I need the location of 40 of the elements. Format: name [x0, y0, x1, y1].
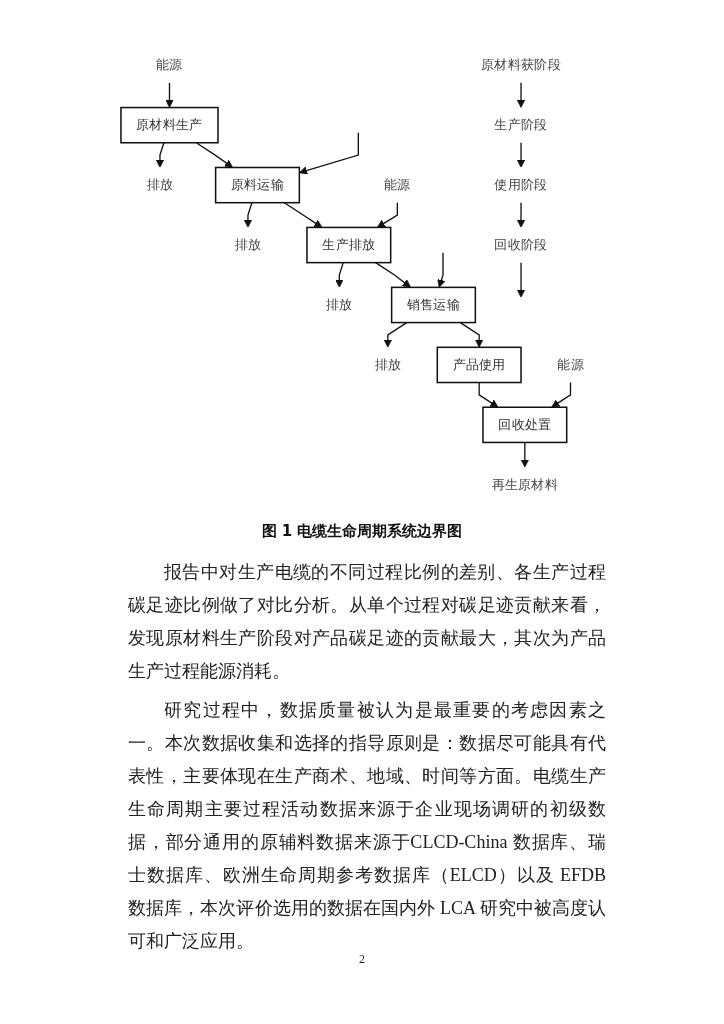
node-text: 原材料获阶段	[481, 58, 561, 73]
arrow	[243, 202, 253, 228]
arrow	[283, 202, 323, 228]
figure-caption: 图 1 电缆生命周期系统边界图	[260, 522, 464, 541]
page-number: 2	[358, 952, 366, 967]
arrow	[376, 202, 398, 228]
arrow	[437, 251, 446, 288]
node-box: 原材料生产	[120, 106, 219, 144]
node-text: 能源	[384, 177, 411, 193]
node-box: 销售运输	[390, 286, 477, 324]
node-text: 排放	[146, 177, 174, 193]
arrow	[155, 142, 165, 168]
arrow	[516, 82, 526, 108]
arrow	[195, 142, 233, 168]
node-text: 能源	[557, 357, 584, 373]
arrow	[374, 261, 411, 288]
node-box: 回收处置	[482, 406, 568, 444]
node-text: 排放	[325, 297, 353, 313]
arrow	[335, 261, 344, 288]
arrow	[516, 261, 526, 298]
node-box: 生产排放	[306, 226, 392, 264]
arrow	[551, 381, 572, 408]
node-text: 生产阶段	[494, 118, 548, 133]
node-text: 回收阶段	[494, 237, 548, 253]
node-box: 原料运输	[214, 166, 301, 204]
body-paragraph: 报告中对生产电缆的不同过程比例的差别、各生产过程碳足迹比例做了对比分析。从单个过程对碳足迹贡献来看，发现原材料生产阶段对产品碳足迹的贡献最大，其次为产品生产过程能源消耗。	[128, 561, 606, 683]
node-box: 产品使用	[436, 346, 522, 384]
arrow	[520, 441, 529, 468]
node-text: 排放	[234, 237, 262, 253]
arrow	[383, 321, 408, 348]
node-text: 再生原材料	[491, 477, 559, 492]
arrow	[165, 82, 174, 108]
arrow	[516, 202, 526, 228]
arrow	[516, 142, 526, 168]
node-text: 使用阶段	[494, 177, 548, 193]
node-text: 能源	[156, 58, 183, 73]
arrow	[459, 321, 484, 348]
node-text: 排放	[374, 357, 402, 373]
body-paragraph: 研究过程中，数据质量被认为是最重要的考虑因素之一。本次数据收集和选择的指导原则是：数据尽可能具有代表性，主要体现在生产商术、地域、时间等方面。电缆生产生命周期主要过程活动数据来源于企业现场调研的初级数据，部分通用的原辅料数据来源于CLCD-China 数据库、瑞士数据库、欧洲生命周期参考数据库（ELCD）以及 EFDB 数据库，本次评价选用的数据在国内外 LCA 研究中被高度认可和广泛应用。	[128, 699, 606, 953]
arrow	[478, 381, 499, 408]
